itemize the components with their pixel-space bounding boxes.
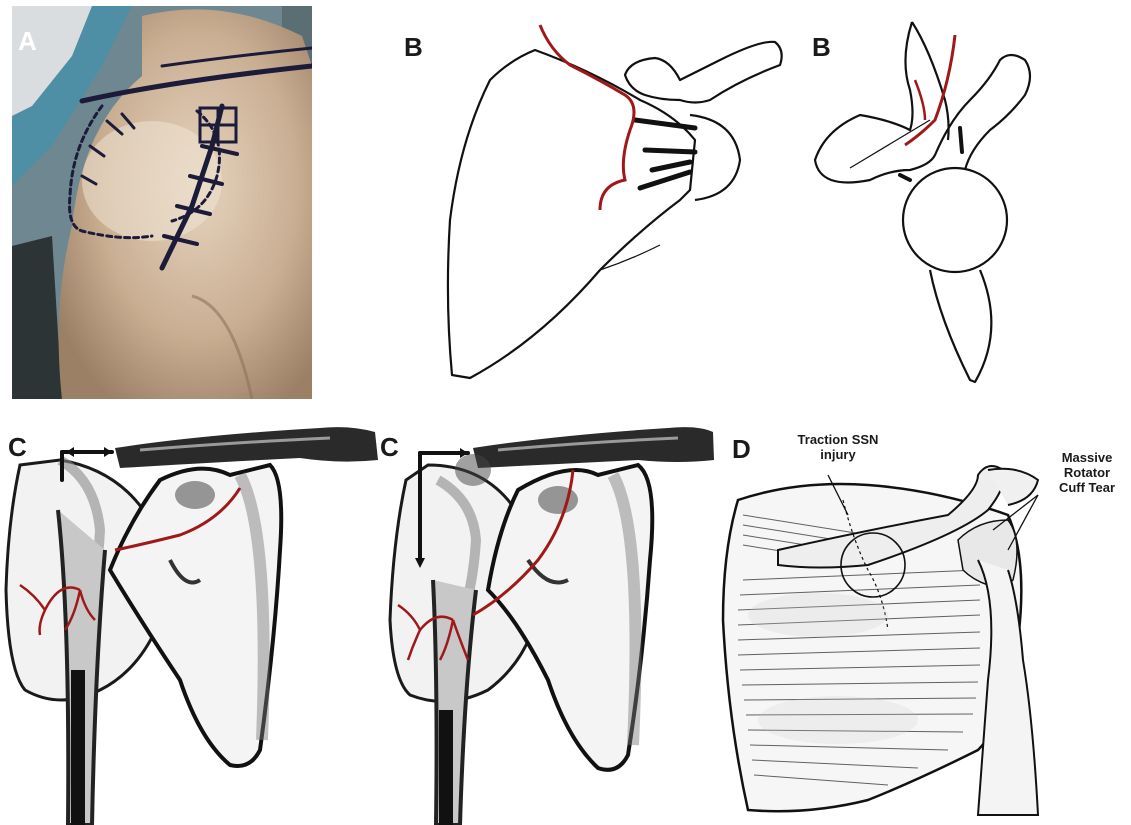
annotation-traction-ssn: Traction SSN injury — [788, 432, 888, 462]
shoulder-photo — [12, 6, 312, 399]
panel-c-left: C — [0, 420, 380, 825]
annotation-cuff-line1: Massive — [1044, 450, 1130, 465]
panel-b-scapula-glenoid: B — [800, 20, 1060, 390]
shoulder-render-right — [378, 420, 718, 825]
scapula-lateral-drawing — [390, 20, 790, 390]
panel-c1-label: C — [8, 432, 27, 463]
panel-a-photo: A — [12, 6, 312, 399]
annotation-traction-line1: Traction SSN — [788, 432, 888, 447]
annotation-cuff-line3: Cuff Tear — [1044, 480, 1130, 495]
panel-b1-label: B — [404, 32, 423, 63]
annotation-traction-line2: injury — [788, 447, 888, 462]
panel-d-label: D — [732, 434, 751, 465]
panel-b-scapula-lateral: B — [390, 20, 790, 390]
annotation-cuff-line2: Rotator — [1044, 465, 1130, 480]
panel-c-right: C — [378, 420, 718, 825]
panel-b2-label: B — [812, 32, 831, 63]
panel-c2-label: C — [380, 432, 399, 463]
panel-d-rotator-cuff: D Traction SSN injury Massive Rotator Cu… — [718, 420, 1131, 825]
scapula-glenoid-drawing — [800, 20, 1060, 390]
shoulder-render-left — [0, 420, 380, 825]
panel-a-label: A — [18, 26, 37, 57]
annotation-massive-rotator-cuff-tear: Massive Rotator Cuff Tear — [1044, 450, 1130, 495]
